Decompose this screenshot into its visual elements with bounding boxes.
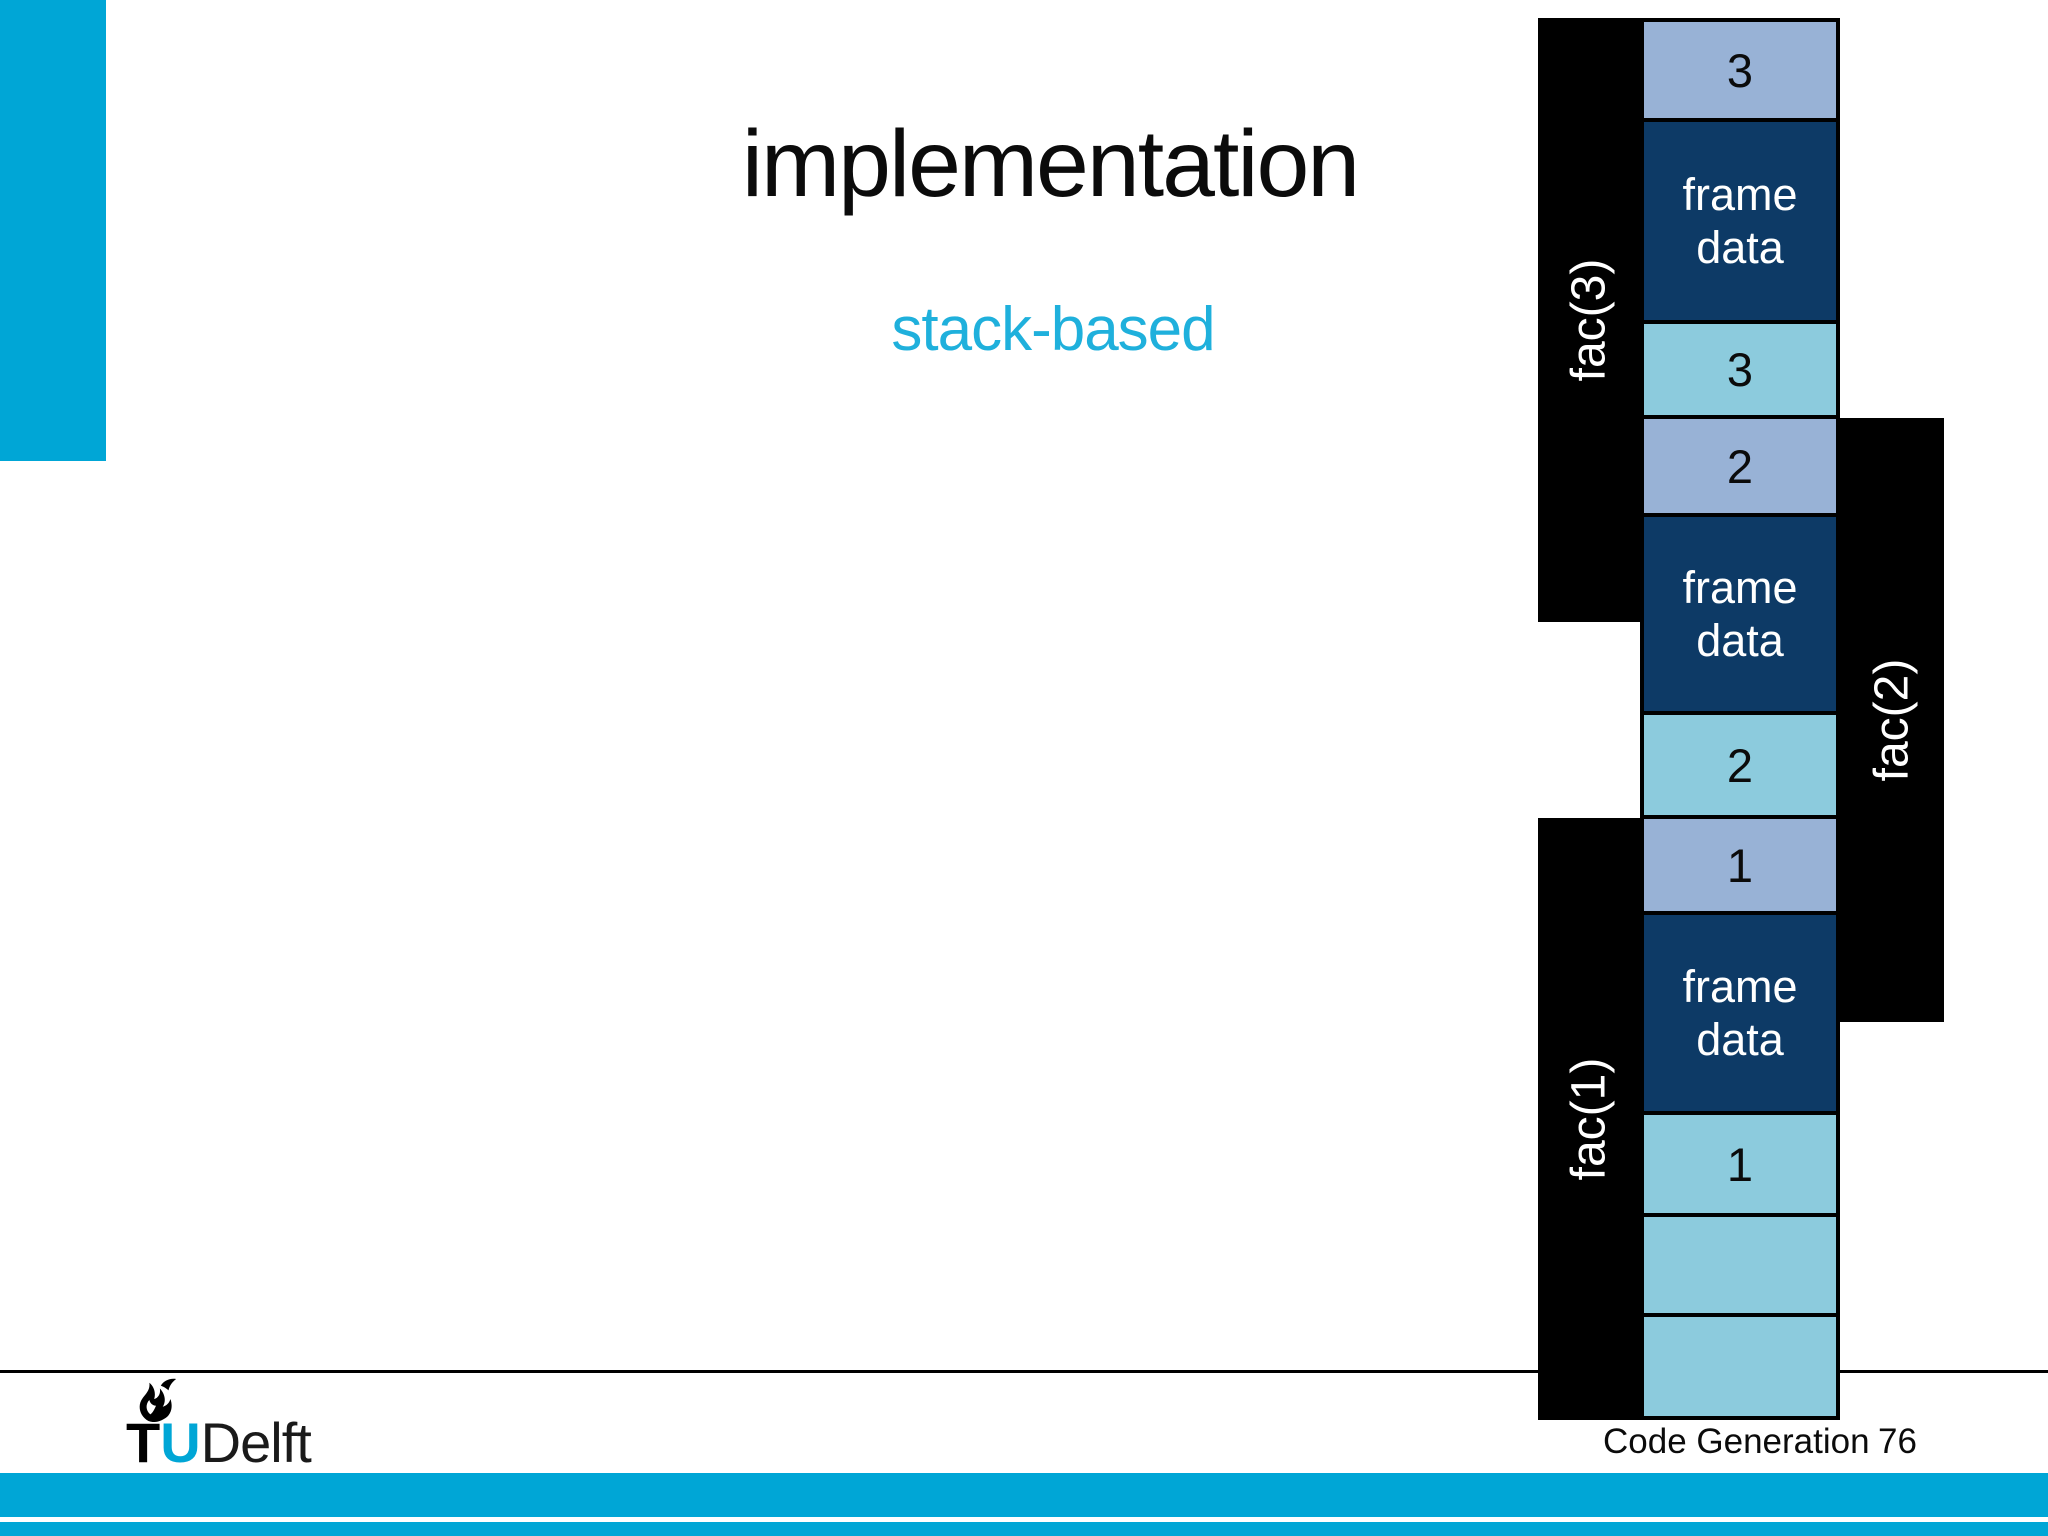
frame-bar-fac2: fac(2) (1840, 418, 1944, 1022)
logo-word-delft: Delft (200, 1411, 312, 1474)
stack-cell-return-1: 1 (1644, 1115, 1836, 1213)
frame-bar-fac3: fac(3) (1538, 18, 1640, 622)
slide-title: implementation (741, 111, 1360, 217)
stack-cell-empty (1644, 1217, 1836, 1313)
stack-cell-param-3: 3 (1644, 22, 1836, 118)
frame-data-label: frame data (1682, 561, 1798, 666)
stack-cell-frame-data-3: frame data (1644, 122, 1836, 320)
logo-wordmark: TUDelft (126, 1411, 312, 1474)
stack-cell-empty (1644, 1317, 1836, 1416)
stack-cell-column: 3 frame data 3 2 frame data 2 1 frame da… (1640, 18, 1840, 1420)
frame-data-label: frame data (1682, 960, 1798, 1065)
stack-cell-return-2: 2 (1644, 715, 1836, 815)
corner-accent-block (0, 0, 106, 461)
bottom-accent-bar (0, 1473, 2048, 1517)
tu-delft-logo: TUDelft (126, 1378, 386, 1473)
slide-subtitle: stack-based (891, 295, 1215, 364)
flame-icon (139, 1378, 177, 1422)
stack-cell-frame-data-1: frame data (1644, 915, 1836, 1111)
frame-bar-label-fac1: fac(1) (1562, 1057, 1616, 1181)
footer-divider-line (0, 1370, 2048, 1373)
footer-course-label: Code Generation (1603, 1422, 1870, 1461)
bottom-accent-stripe (0, 1522, 2048, 1536)
stack-cell-param-1: 1 (1644, 819, 1836, 911)
stack-cell-frame-data-2: frame data (1644, 517, 1836, 711)
frame-bar-label-fac3: fac(3) (1562, 258, 1616, 382)
frame-data-label: frame data (1682, 168, 1798, 273)
logo-letter-t: T (126, 1411, 161, 1474)
stack-cell-param-2: 2 (1644, 419, 1836, 513)
frame-bar-fac1: fac(1) (1538, 818, 1640, 1420)
footer-page-number: 76 (1878, 1422, 1917, 1461)
stack-cell-return-3: 3 (1644, 324, 1836, 415)
frame-bar-label-fac2: fac(2) (1865, 658, 1919, 782)
logo-letter-u: U (160, 1411, 201, 1474)
